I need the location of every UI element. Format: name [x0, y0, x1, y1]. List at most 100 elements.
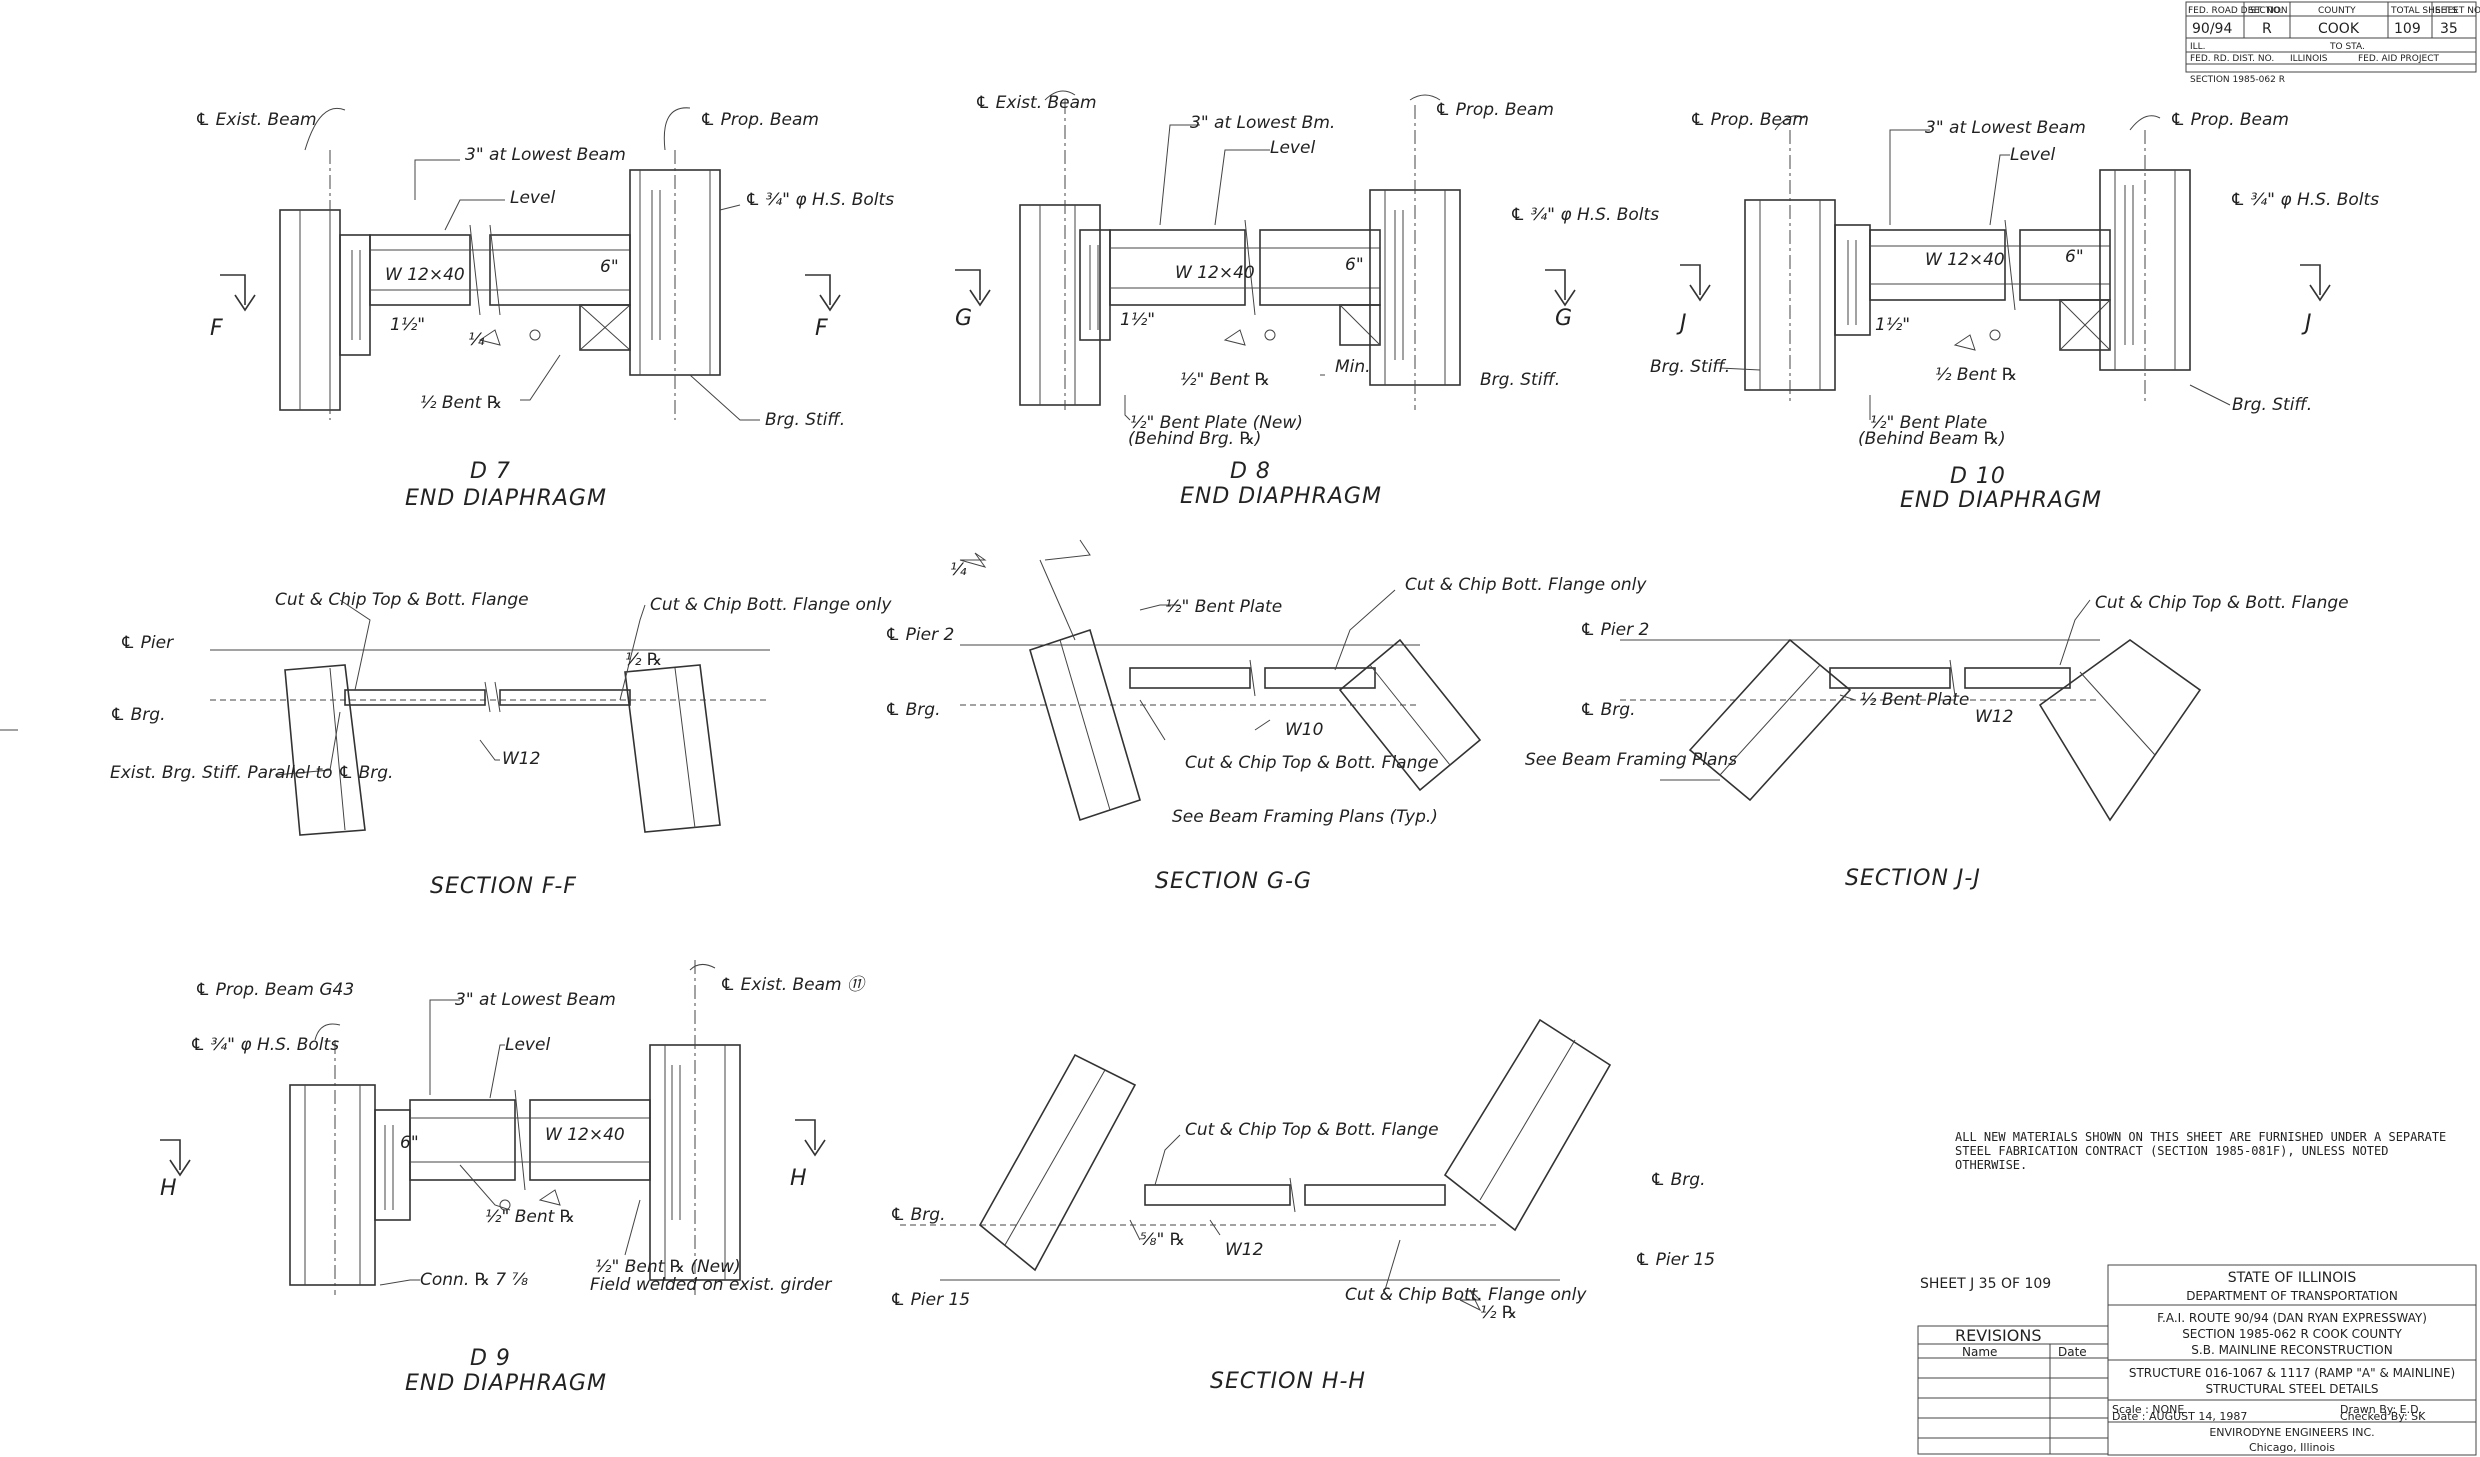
d7-label-1-5in: 1½" — [390, 315, 425, 335]
d10-label-brg-stiff-left: Brg. Stiff. — [1650, 357, 1730, 377]
agency-consultant: ENVIRODYNE ENGINEERS INC. — [2209, 1426, 2374, 1439]
jj-label-brg: ℄ Brg. — [1580, 700, 1636, 720]
agency-structure: STRUCTURE 016-1067 & 1117 (RAMP "A" & MA… — [2129, 1366, 2455, 1380]
gg-name: SECTION G-G — [1155, 869, 1312, 894]
d10-label-6in: 6" — [2065, 247, 2084, 267]
top-title-block: FED. ROAD DIST. NO. SECTION COUNTY TOTAL… — [2185, 1, 2480, 85]
d8-name: END DIAPHRAGM — [1180, 484, 1382, 509]
detail-d7: ℄ Exist. Beam ℄ Prop. Beam 3" at Lowest … — [195, 107, 894, 511]
d8-label-lowest-beam: 3" at Lowest Bm. — [1190, 113, 1335, 133]
d10-label-behind-beam: (Behind Beam ℞) — [1858, 429, 2006, 449]
d9-label-bent-plate-new: ½" Bent ℞ (New) — [595, 1257, 741, 1277]
d9-label-prop-beam: ℄ Prop. Beam G43 — [195, 980, 354, 1000]
tb-head-4: TOTAL SHEETS — [2390, 6, 2458, 16]
d10-label-level: Level — [2010, 145, 2055, 165]
d9-cut-left: H — [160, 1176, 178, 1201]
jj-label-pier: ℄ Pier 2 — [1580, 620, 1649, 640]
hh-label-cut-bott: Cut & Chip Bott. Flange only — [1345, 1285, 1587, 1305]
d9-name: END DIAPHRAGM — [405, 1371, 607, 1396]
ff-label-half-plate: ½ ℞ — [625, 650, 662, 670]
hh-label-w12: W12 — [1225, 1240, 1263, 1260]
general-note-wrap: ALL NEW MATERIALS SHOWN ON THIS SHEET AR… — [1955, 1130, 2446, 1172]
d7-label-bent-plate: ½ Bent ℞ — [420, 393, 502, 413]
d8-label-6in: 6" — [1345, 255, 1364, 275]
section-gg: ℄ Pier 2 ℄ Brg. ¼ ½" Bent Plate Cut & Ch… — [885, 539, 1647, 894]
hh-label-brg-left: ℄ Brg. — [890, 1205, 946, 1225]
d8-label-bent-plate-new: ½" Bent Plate (New) — [1130, 413, 1303, 433]
jj-label-w12: W12 — [1975, 707, 2013, 727]
ff-label-w12: W12 — [502, 749, 540, 769]
revisions-title: REVISIONS — [1955, 1326, 2041, 1345]
d10-label-1-5in: 1½" — [1875, 315, 1910, 335]
agency-city: Chicago, Illinois — [2249, 1441, 2335, 1454]
gg-label-framing-plans: See Beam Framing Plans (Typ.) — [1172, 807, 1438, 827]
tb-total-sheets: 109 — [2394, 21, 2421, 37]
ff-label-cut-top-bott: Cut & Chip Top & Bott. Flange — [275, 590, 529, 610]
agency-scale: Scale : NONE — [2112, 1403, 2184, 1416]
agency-drawn: Drawn By: E.D. — [2340, 1403, 2422, 1416]
d7-label-exist-beam: ℄ Exist. Beam — [195, 110, 317, 130]
hh-label-cut-top-bott: Cut & Chip Top & Bott. Flange — [1185, 1120, 1439, 1140]
hh-label-half-plate: ½ ℞ — [1480, 1303, 1517, 1323]
d10-cut-right: J — [2301, 311, 2313, 336]
ff-name: SECTION F-F — [430, 874, 577, 899]
d8-label-level: Level — [1270, 138, 1315, 158]
ff-label-exist-stiff: Exist. Brg. Stiff. Parallel to ℄ Brg. — [110, 763, 393, 783]
gg-label-cut-bott: Cut & Chip Bott. Flange only — [1405, 575, 1647, 595]
d9-label-exist-beam: ℄ Exist. Beam ⑪ — [720, 975, 867, 995]
tb-county: COOK — [2318, 21, 2360, 37]
d10-label-prop-beam-left: ℄ Prop. Beam — [1690, 110, 1809, 130]
d10-label-lowest-beam: 3" at Lowest Beam — [1925, 118, 2086, 138]
d10-name: END DIAPHRAGM — [1900, 488, 2102, 513]
ff-label-cut-bott: Cut & Chip Bott. Flange only — [650, 595, 892, 615]
d8-label-1-5in: 1½" — [1120, 310, 1155, 330]
ff-label-pier: ℄ Pier — [120, 633, 174, 653]
section-jj: ℄ Pier 2 ℄ Brg. Cut & Chip Top & Bott. F… — [1525, 593, 2349, 891]
tb-section: R — [2262, 21, 2272, 37]
d7-label-6in: 6" — [600, 257, 619, 277]
agency-checked: Checked By: SK — [2340, 1410, 2426, 1423]
tb-route: 90/94 — [2192, 21, 2232, 37]
section-ff: ℄ Pier ℄ Brg. Cut & Chip Top & Bott. Fla… — [110, 590, 892, 899]
agency-department: DEPARTMENT OF TRANSPORTATION — [2186, 1289, 2398, 1303]
d10-label-bent-plate: ½ Bent ℞ — [1935, 365, 2017, 385]
hh-name: SECTION H-H — [1210, 1369, 1366, 1394]
d7-label-brg-stiff: Brg. Stiff. — [765, 410, 845, 430]
d8-label-prop-beam: ℄ Prop. Beam — [1435, 100, 1554, 120]
detail-d8: ℄ Exist. Beam ℄ Prop. Beam 3" at Lowest … — [955, 90, 1659, 509]
d8-label-brg-stiff: Brg. Stiff. — [1480, 370, 1560, 390]
tb-row3-right: FED. AID PROJECT — [2358, 54, 2440, 64]
d10-cut-left: J — [1676, 311, 1688, 336]
d7-name: END DIAPHRAGM — [405, 486, 607, 511]
gg-label-cut-top-bott: Cut & Chip Top & Bott. Flange — [1185, 753, 1439, 773]
d7-label-level: Level — [510, 188, 555, 208]
tb-head-5: SHEET NO. — [2435, 6, 2480, 16]
d8-label-w12x40: W 12×40 — [1175, 263, 1255, 283]
revisions-col-name: Name — [1962, 1345, 1997, 1359]
agency-route: F.A.I. ROUTE 90/94 (DAN RYAN EXPRESSWAY) — [2157, 1311, 2427, 1325]
sheet-reference: SHEET J 35 OF 109 — [1920, 1276, 2051, 1292]
d8-label-exist-beam: ℄ Exist. Beam — [975, 93, 1097, 113]
tb-section-note: SECTION 1985-062 R — [2190, 75, 2285, 85]
ff-label-brg: ℄ Brg. — [110, 705, 166, 725]
d10-number: D 10 — [1950, 464, 2006, 489]
d8-label-min: Min. — [1335, 357, 1371, 377]
d9-label-lowest-beam: 3" at Lowest Beam — [455, 990, 616, 1010]
agency-state: STATE OF ILLINOIS — [2228, 1270, 2357, 1286]
d7-label-prop-beam: ℄ Prop. Beam — [700, 110, 819, 130]
jj-name: SECTION J-J — [1845, 866, 1981, 891]
d10-label-prop-beam-right: ℄ Prop. Beam — [2170, 110, 2289, 130]
d9-label-6in: 6" — [400, 1133, 419, 1153]
d9-label-level: Level — [505, 1035, 550, 1055]
hh-label-plate: ⅝" ℞ — [1140, 1230, 1185, 1250]
agency-subject: STRUCTURAL STEEL DETAILS — [2205, 1382, 2378, 1396]
revisions-table: REVISIONS Name Date — [1917, 1325, 2109, 1455]
hh-label-pier-left: ℄ Pier 15 — [890, 1290, 970, 1310]
d8-label-behind-brg: (Behind Brg. ℞) — [1128, 429, 1261, 449]
tb-head-1: FED. ROAD DIST. NO. — [2188, 6, 2282, 16]
detail-d10: ℄ Prop. Beam ℄ Prop. Beam 3" at Lowest B… — [1650, 110, 2379, 513]
revisions-col-date: Date — [2058, 1345, 2087, 1359]
gg-label-bent-plate: ½" Bent Plate — [1165, 597, 1282, 617]
hh-label-pier-right: ℄ Pier 15 — [1635, 1250, 1715, 1270]
